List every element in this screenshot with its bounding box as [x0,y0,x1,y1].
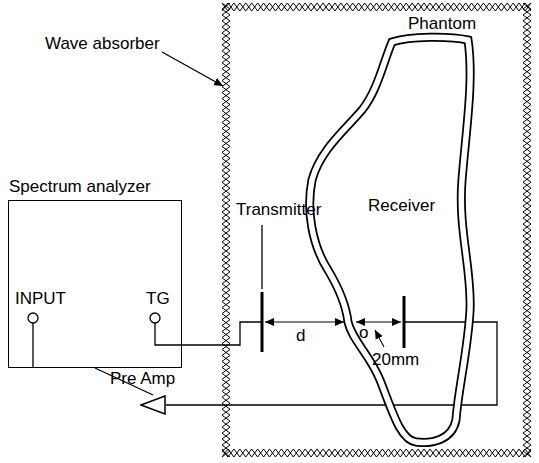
absorber-zigzag [222,3,531,11]
phantom-outer-line [310,37,470,442]
leader-arrow [375,330,384,347]
cable-wire [166,322,497,405]
instrument-title: Spectrum analyzer [9,177,151,197]
receiver-label: Receiver [368,196,435,216]
dimension-arrow [356,321,401,322]
absorber-zigzag [523,3,531,457]
dimension-arrow [265,321,344,322]
amplifier-triangle: Pre Amp [140,395,166,415]
amplifier-triangle-path [141,396,165,414]
absorber-zigzag [222,3,531,11]
absorber-zigzag [222,3,230,457]
amplifier-label: Pre Amp [110,369,175,389]
leader-arrow [162,52,223,86]
absorber-zigzag [222,449,531,457]
port-label: INPUT [15,289,66,309]
callout-label: Transmitter [236,200,321,220]
phantom-shape [300,34,480,448]
dimension-label: 20mm [372,350,419,370]
amplifier-shape [140,395,166,415]
phantom-gap [310,37,470,442]
absorber-zigzag [222,449,531,457]
port-label: TG [146,289,170,309]
leader-line [261,225,262,289]
antenna-symbol [261,292,264,352]
absorber-border [222,3,531,457]
dimension-label: d [296,326,305,346]
phantom-title: Phantom [408,14,476,34]
instrument-box: Spectrum analyzerINPUTTG [8,200,182,368]
absorber-zigzag [222,3,230,457]
port-connector [28,313,38,323]
cable-wire [32,323,33,368]
absorber-zigzag [523,3,531,457]
callout-label: Wave absorber [45,34,160,54]
port-connector [150,313,160,323]
origin-mark: o [359,323,368,343]
cable-wire [155,322,262,345]
phantom-outline: PhantomReceiver [300,34,480,448]
